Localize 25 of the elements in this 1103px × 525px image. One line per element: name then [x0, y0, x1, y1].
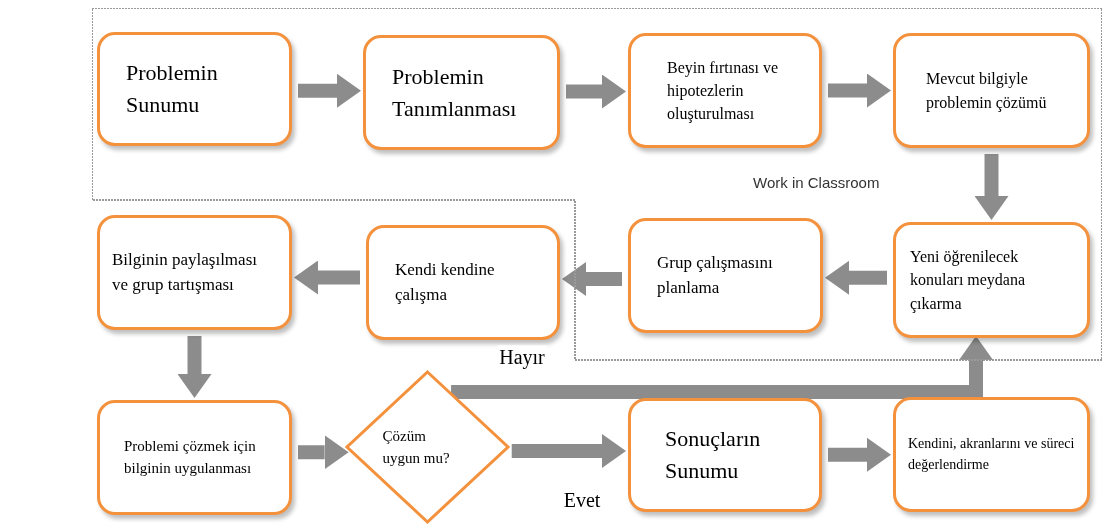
process-box: Problemi çözmek için bilginin uygulanması — [97, 400, 292, 515]
process-box: Kendini, akranlarını ve süreci değerlendirme — [893, 397, 1090, 512]
block-arrow — [828, 437, 891, 472]
region-label: Work in Classroom — [753, 174, 880, 191]
block-arrow — [298, 73, 361, 108]
block-arrow — [451, 336, 993, 399]
process-box: Yeni öğrenilecek konuları meydana çıkarma — [893, 222, 1090, 338]
block-arrow — [298, 435, 349, 470]
block-arrow — [825, 260, 887, 295]
block-arrow — [511, 434, 626, 468]
decision-text: Çözüm uygun mu? — [382, 426, 451, 468]
block-arrow — [828, 73, 891, 108]
block-arrow — [566, 74, 626, 109]
block-arrow — [177, 336, 212, 398]
block-arrow — [562, 262, 622, 296]
process-box: Bilginin paylaşılması ve grup tartışması — [97, 215, 292, 330]
process-box: Sonuçların Sunumu — [628, 398, 822, 512]
process-box: Problemin Tanımlanması — [363, 35, 560, 150]
block-arrow — [974, 154, 1009, 220]
process-box: Beyin fırtınası ve hipotezlerin oluşturulması — [628, 33, 822, 148]
process-box: Kendi kendine çalışma — [366, 225, 560, 340]
process-box: Grup çalışmasını planlama — [628, 218, 823, 333]
block-arrow — [294, 260, 360, 295]
process-box: Problemin Sunumu — [97, 32, 292, 146]
process-box: Mevcut bilgiyle problemin çözümü — [893, 33, 1090, 148]
